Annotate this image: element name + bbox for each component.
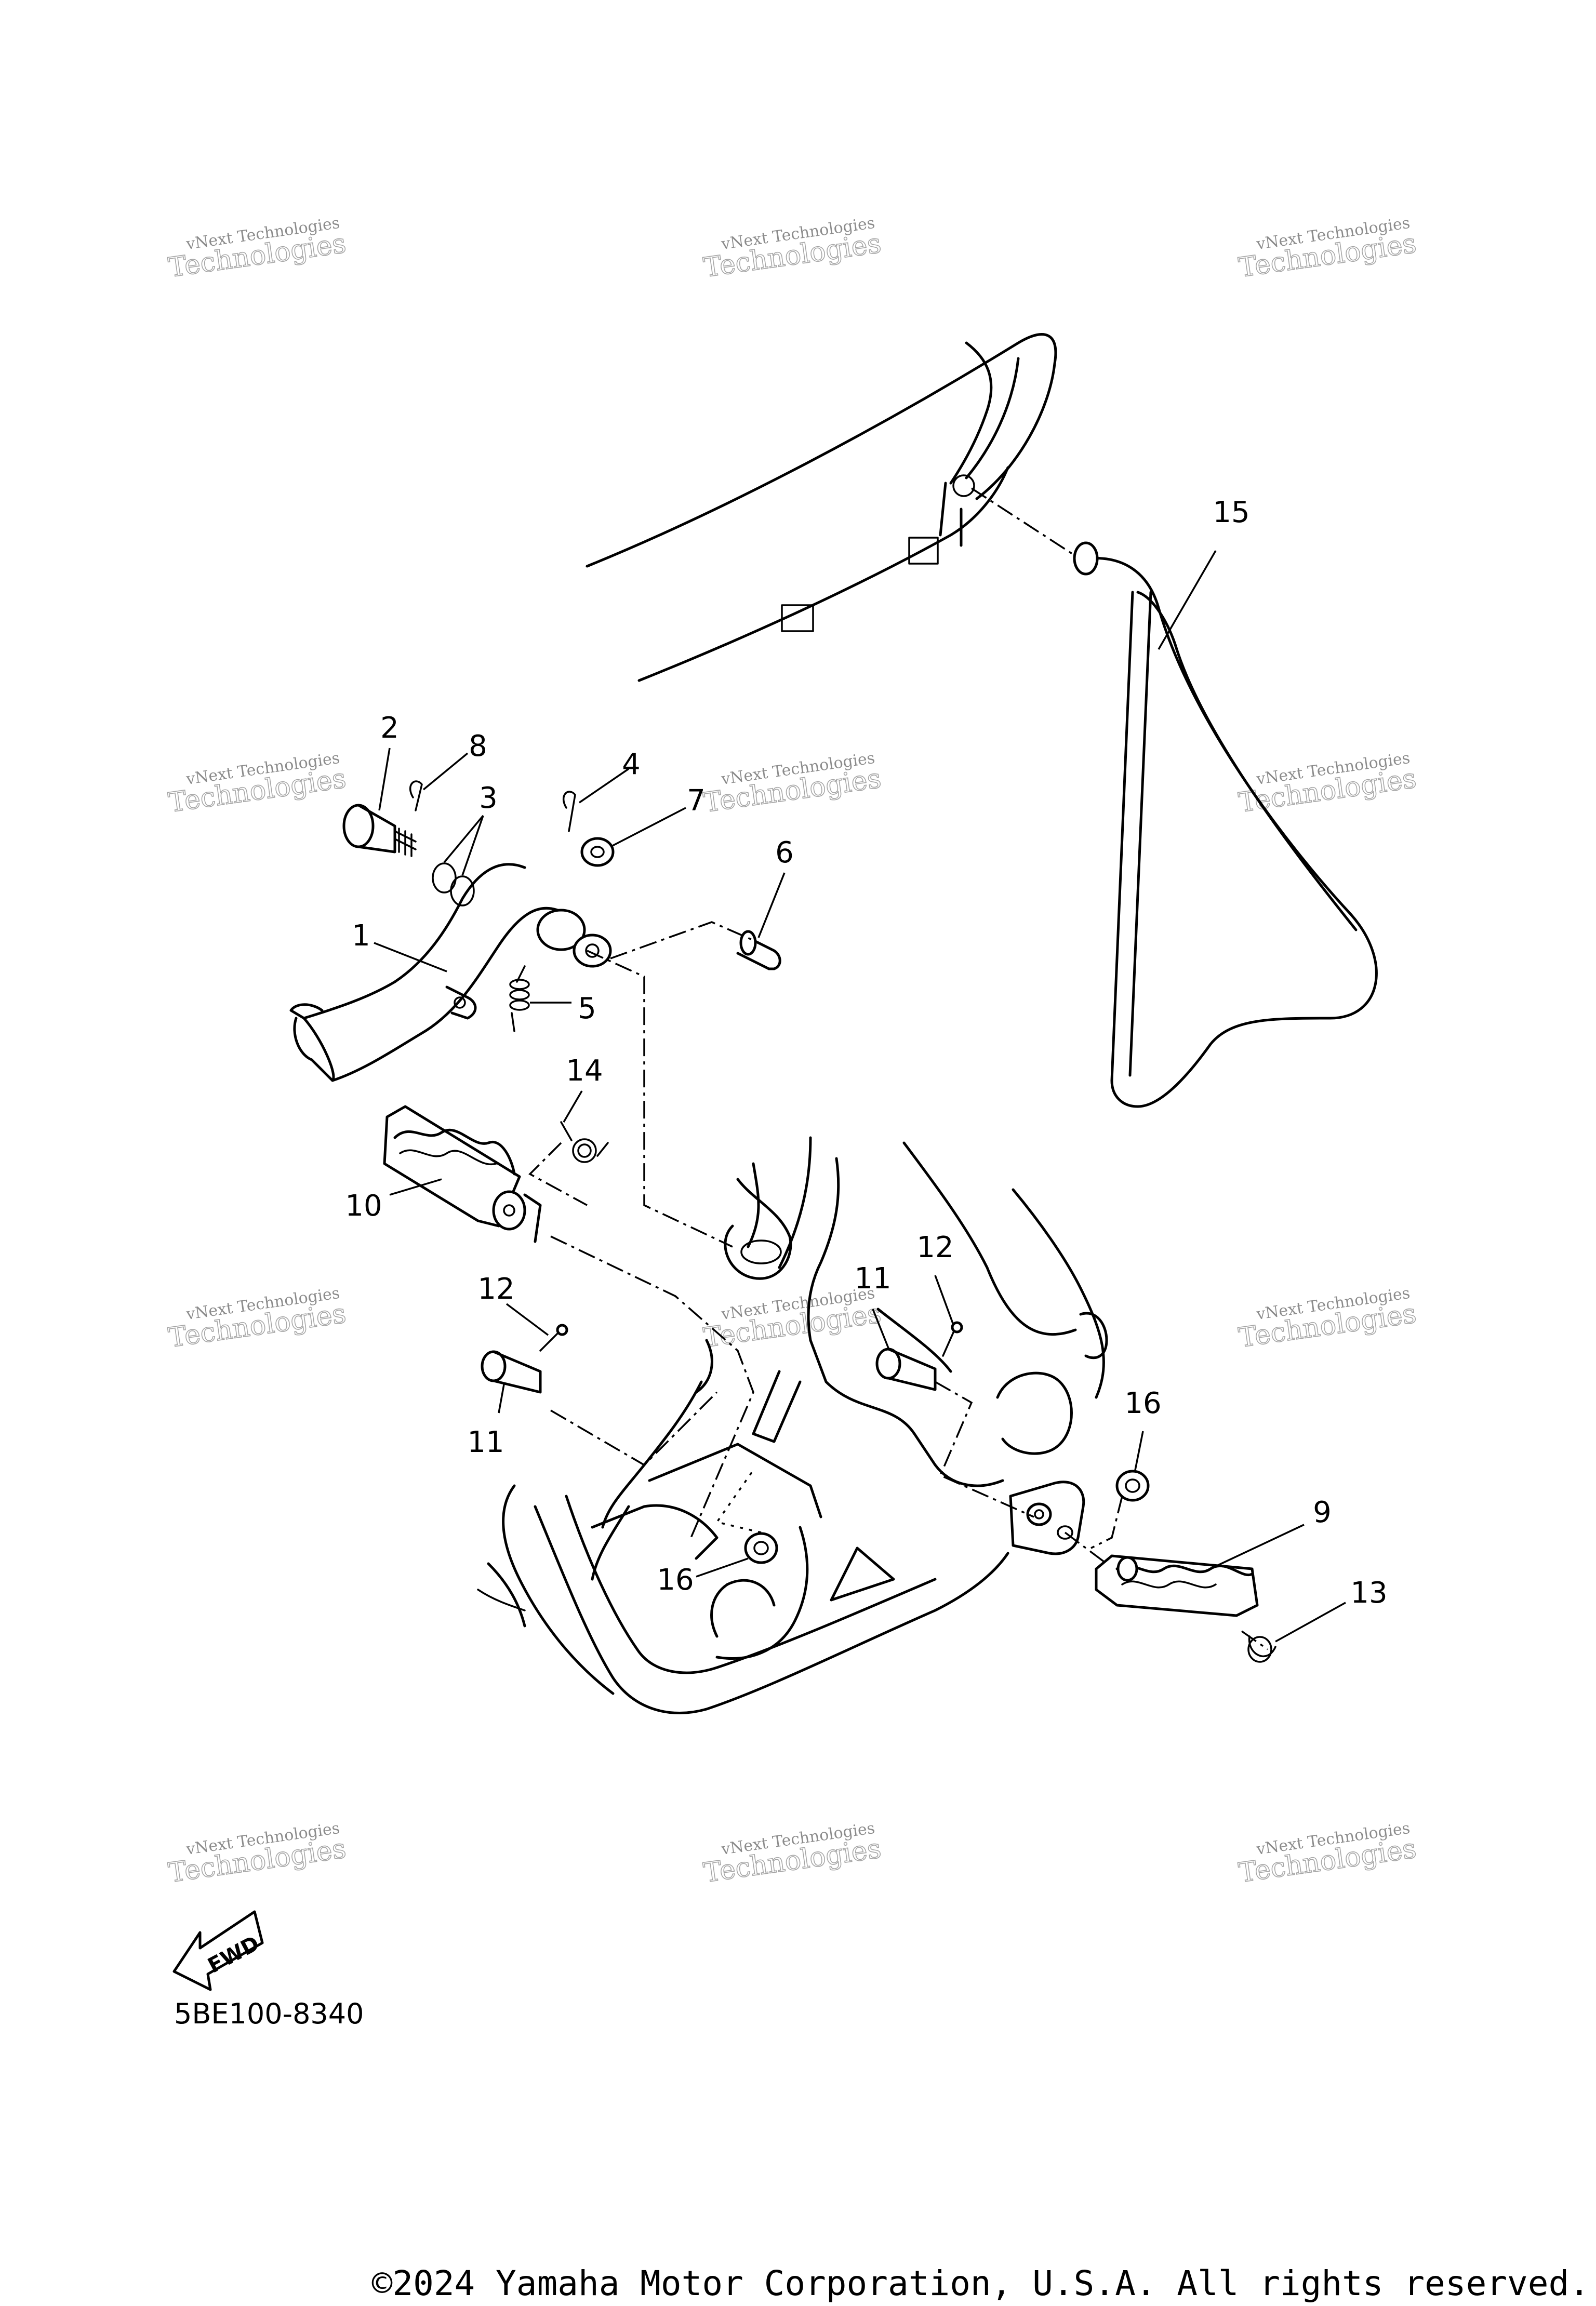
- callout-2: 2: [380, 711, 399, 745]
- leader-lines: [374, 550, 1346, 1643]
- callout-3: 3: [479, 781, 498, 815]
- watermark: vNext Technologies Technologies: [166, 749, 349, 819]
- callout-16-right: 16: [1124, 1387, 1161, 1420]
- assembly-lines: [528, 921, 1269, 1650]
- fwd-arrow-icon: FWD: [172, 1910, 264, 1991]
- part-code: 5BE100-8340: [174, 1997, 364, 2030]
- part-15-rear-bar: [971, 487, 1378, 1108]
- frame-engine-outline: [477, 1136, 1108, 1714]
- callout-11-right: 11: [854, 1262, 891, 1296]
- callout-5: 5: [578, 992, 596, 1025]
- copyright-notice: ©2024 Yamaha Motor Corporation, U.S.A. A…: [372, 2263, 1590, 2303]
- part-10-footrest-left: [383, 1105, 542, 1243]
- part-4-cotter-pin: [562, 791, 576, 832]
- callout-12-right: 12: [916, 1231, 953, 1264]
- watermark: vNext Technologies Technologies: [166, 214, 349, 284]
- callout-14: 14: [566, 1054, 603, 1088]
- part-9-footrest-right: [1095, 1554, 1259, 1617]
- part-13-clip: [1247, 1635, 1276, 1663]
- watermark: vNext Technologies Technologies: [1236, 1819, 1419, 1889]
- part-14-spring: [560, 1121, 609, 1163]
- part-3-washers: [432, 862, 475, 907]
- callout-6: 6: [775, 836, 794, 870]
- part-8-cotter-pin: [409, 780, 423, 811]
- part-1-brake-pedal: [289, 863, 612, 1082]
- callout-16-lower: 16: [657, 1563, 694, 1597]
- callout-10: 10: [345, 1189, 382, 1223]
- callout-13: 13: [1350, 1576, 1387, 1610]
- watermark: vNext Technologies Technologies: [701, 749, 884, 819]
- callout-1: 1: [352, 919, 370, 953]
- watermark: vNext Technologies Technologies: [166, 1284, 349, 1354]
- part-11-bolt-right: [875, 1348, 937, 1391]
- callout-8: 8: [469, 729, 487, 763]
- callout-12-left: 12: [477, 1272, 514, 1306]
- callout-labels: 1 2 3 4 5 6 7 8 9 10 11 11 12 12 13 14 1…: [345, 496, 1387, 1610]
- footrest-bracket: [1009, 1481, 1085, 1555]
- seat-frame-outline: [586, 333, 1057, 682]
- callout-4: 4: [622, 748, 641, 781]
- watermark: vNext Technologies Technologies: [701, 1819, 884, 1889]
- part-12-pin-right: [942, 1321, 963, 1357]
- callout-9: 9: [1313, 1496, 1332, 1529]
- part-16-collar-right: [1115, 1470, 1150, 1502]
- part-2-pivot-shaft: [342, 804, 417, 857]
- watermark: vNext Technologies Technologies: [1236, 1284, 1419, 1354]
- watermark: vNext Technologies Technologies: [1236, 214, 1419, 284]
- callout-7: 7: [687, 784, 706, 818]
- part-6-pin: [736, 930, 781, 970]
- part-5-spring: [509, 965, 530, 1032]
- callout-11-left: 11: [467, 1425, 504, 1459]
- watermark: vNext Technologies Technologies: [166, 1819, 349, 1889]
- callout-15: 15: [1213, 496, 1249, 529]
- part-7-washer: [580, 837, 615, 867]
- watermark-grid: vNext Technologies Technologies vNext Te…: [166, 214, 1419, 1889]
- part-16-collar-lower: [744, 1532, 778, 1564]
- watermark: vNext Technologies Technologies: [701, 214, 884, 284]
- part-12-pin-left: [539, 1324, 568, 1352]
- part-11-bolt-left: [481, 1350, 542, 1394]
